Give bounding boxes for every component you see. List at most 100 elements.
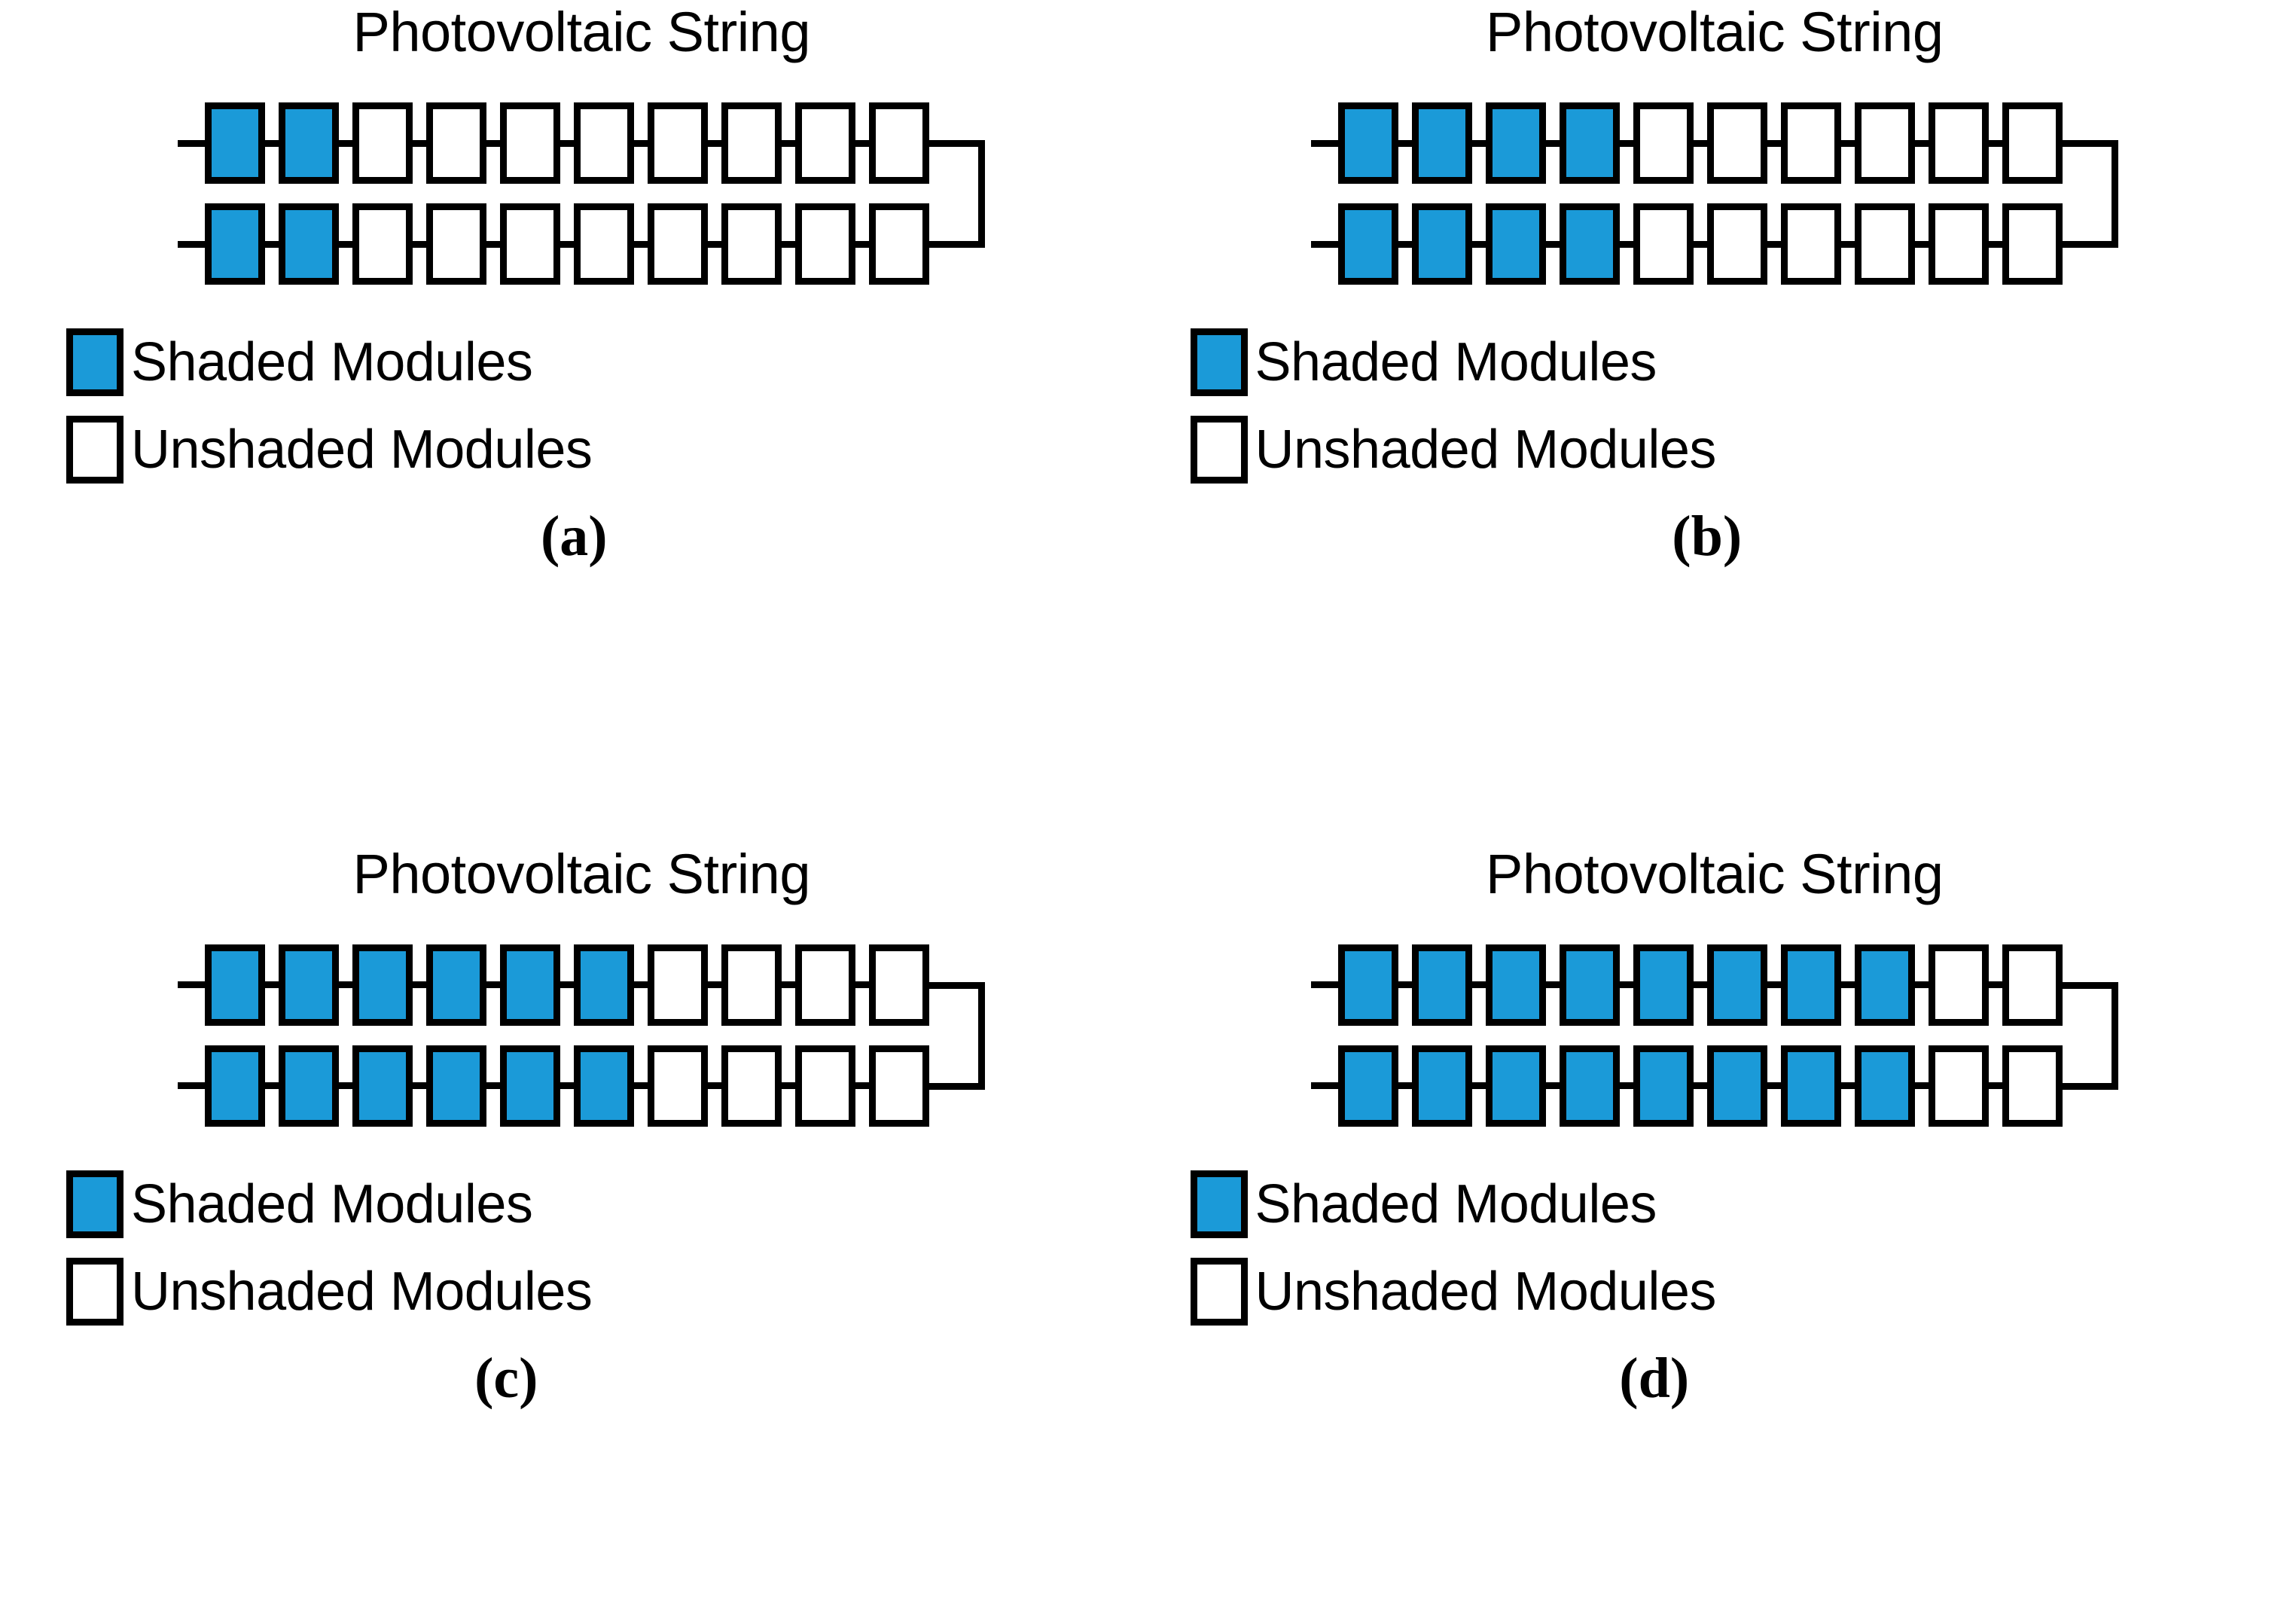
unshaded-module [1928, 1045, 1989, 1127]
shaded-module [1337, 102, 1398, 184]
module-link-wire [339, 981, 353, 988]
unshaded-module [721, 944, 782, 1026]
module-link-wire [1398, 981, 1412, 988]
module-link-wire [708, 1082, 722, 1089]
panel-c-rows [178, 944, 930, 1127]
module-link-wire [1840, 139, 1855, 147]
panel-a-caption: (a) [540, 505, 608, 568]
module-link-wire [1471, 240, 1486, 248]
legend-item-unshaded: Unshaded Modules [1190, 1257, 1717, 1326]
module-row [1310, 1045, 2063, 1127]
unshaded-module [426, 102, 487, 184]
lead-wire [178, 1082, 206, 1089]
module-link-wire [1545, 981, 1560, 988]
shaded-module [279, 1045, 340, 1127]
unshaded-module [1780, 102, 1841, 184]
panel-b-return-conductor [2062, 102, 2118, 285]
unshaded-module [648, 944, 709, 1026]
shaded-module [1559, 102, 1620, 184]
unshaded-module [795, 102, 856, 184]
unshaded-module [500, 102, 561, 184]
shaded-module [426, 1045, 487, 1127]
unshaded-module [352, 102, 413, 184]
return-wire-top-segment [929, 981, 986, 989]
module-link-wire [1619, 139, 1633, 147]
panel-c: Photovoltaic String Shaded Modules Unsha… [0, 809, 1148, 1617]
module-link-wire [855, 1082, 870, 1089]
unshaded-module [2002, 102, 2063, 184]
module-link-wire [1693, 1082, 1707, 1089]
unshaded-module [721, 102, 782, 184]
shaded-module [205, 1045, 266, 1127]
module-link-wire [1767, 1082, 1781, 1089]
shaded-module [1559, 1045, 1620, 1127]
shaded-module [1854, 944, 1915, 1026]
module-link-wire [1840, 240, 1855, 248]
unshaded-module-swatch-icon [1190, 416, 1248, 484]
legend-item-shaded: Shaded Modules [1190, 328, 1716, 396]
panel-b-legend: Shaded Modules Unshaded Modules [1190, 328, 1717, 484]
panel-c-string-diagram [178, 944, 986, 1127]
module-link-wire [634, 1082, 648, 1089]
lead-wire [178, 981, 206, 988]
unshaded-module [2002, 203, 2063, 285]
module-link-wire [1398, 139, 1412, 147]
panel-b-caption: (b) [1672, 505, 1743, 568]
module-link-wire [1398, 240, 1412, 248]
legend-label-shaded: Shaded Modules [1255, 1173, 1657, 1234]
shaded-module [352, 944, 413, 1026]
module-link-wire [1693, 981, 1707, 988]
lead-wire [1310, 139, 1338, 147]
module-link-wire [413, 981, 427, 988]
shaded-module [574, 944, 635, 1026]
module-link-wire [1914, 981, 1929, 988]
legend-item-unshaded: Unshaded Modules [66, 1257, 593, 1326]
shaded-module [1485, 203, 1546, 285]
module-link-wire [339, 240, 353, 248]
shaded-module [1780, 944, 1841, 1026]
unshaded-module [869, 1045, 930, 1127]
module-link-wire [855, 981, 870, 988]
return-wire-vertical-segment [2111, 140, 2118, 248]
panel-d-legend: Shaded Modules Unshaded Modules [1190, 1170, 1717, 1326]
unshaded-module-swatch-icon [66, 416, 123, 484]
module-link-wire [265, 981, 279, 988]
shaded-module [1633, 944, 1694, 1026]
unshaded-module [1854, 203, 1915, 285]
module-link-wire [1545, 240, 1560, 248]
module-link-wire [1619, 1082, 1633, 1089]
module-link-wire [486, 139, 501, 147]
shaded-module-swatch-icon [66, 328, 123, 396]
unshaded-module [795, 1045, 856, 1127]
shaded-module [205, 102, 266, 184]
module-link-wire [1988, 981, 2002, 988]
module-link-wire [1840, 981, 1855, 988]
shaded-module [1337, 203, 1398, 285]
legend-label-unshaded: Unshaded Modules [1255, 1261, 1717, 1322]
module-link-wire [1840, 1082, 1855, 1089]
module-link-wire [1767, 240, 1781, 248]
unshaded-module [795, 203, 856, 285]
module-link-wire [1545, 1082, 1560, 1089]
unshaded-module [1780, 203, 1841, 285]
module-link-wire [265, 139, 279, 147]
legend-item-unshaded: Unshaded Modules [1190, 416, 1717, 484]
return-wire-bottom-segment [929, 241, 986, 248]
module-link-wire [1988, 1082, 2002, 1089]
module-link-wire [1914, 240, 1929, 248]
unshaded-module [2002, 1045, 2063, 1127]
shaded-module [500, 1045, 561, 1127]
module-link-wire [1545, 139, 1560, 147]
panel-a-rows [178, 102, 930, 285]
unshaded-module-swatch-icon [66, 1257, 123, 1326]
legend-label-unshaded: Unshaded Modules [1255, 420, 1717, 480]
module-link-wire [560, 1082, 575, 1089]
module-link-wire [1471, 139, 1486, 147]
module-link-wire [265, 240, 279, 248]
unshaded-module [1928, 944, 1989, 1026]
module-link-wire [708, 240, 722, 248]
module-link-wire [782, 981, 796, 988]
shaded-module [1854, 1045, 1915, 1127]
module-link-wire [339, 1082, 353, 1089]
